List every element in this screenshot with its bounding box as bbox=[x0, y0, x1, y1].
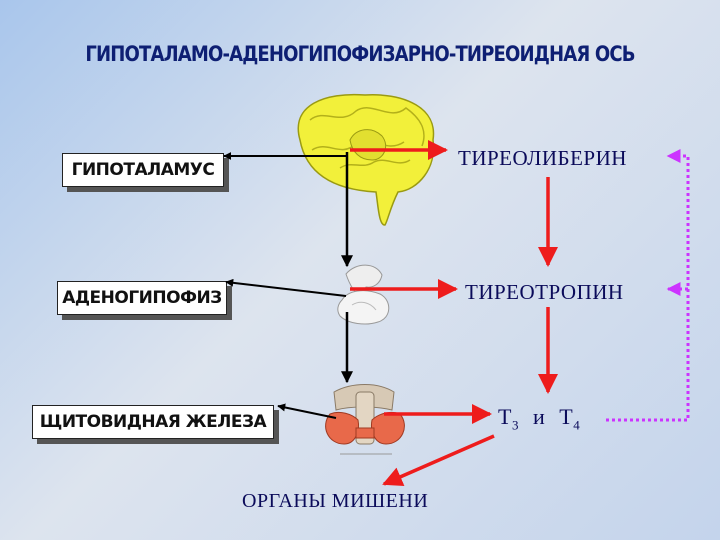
target-organs-label: ОРГАНЫ МИШЕНИ bbox=[242, 490, 429, 512]
pituitary-to-adenohypophysis-arrow bbox=[225, 278, 347, 297]
thyroid-icon bbox=[325, 384, 405, 455]
feedback-to-thyroliberin-line bbox=[606, 149, 690, 422]
target-organs-arrow bbox=[382, 434, 495, 486]
thyrotropin-label: ТИРЕОТРОПИН bbox=[465, 280, 624, 304]
and-word: и bbox=[532, 404, 546, 429]
t4-subscript: 4 bbox=[573, 417, 581, 433]
t3-subscript: 3 bbox=[511, 417, 519, 433]
brain-icon bbox=[297, 93, 435, 226]
t3-t4-label: Т3 и Т4 bbox=[498, 404, 580, 433]
hypothalamus-box: ГИПОТАЛАМУС bbox=[62, 153, 224, 187]
pituitary-icon bbox=[337, 264, 390, 325]
t3-letter: Т bbox=[498, 404, 512, 429]
diagram-title: ГИПОТАЛАМО-АДЕНОГИПОФИЗАРНО-ТИРЕОИДНАЯ О… bbox=[85, 42, 635, 66]
thyroid-box: ЩИТОВИДНАЯ ЖЕЛЕЗА bbox=[32, 405, 274, 439]
adenohypophysis-box: АДЕНОГИПОФИЗ bbox=[57, 281, 227, 315]
thyroliberin-label: ТИРЕОЛИБЕРИН bbox=[458, 146, 627, 170]
t4-letter: Т bbox=[559, 404, 574, 429]
thyroid-to-box-arrow bbox=[277, 403, 337, 419]
